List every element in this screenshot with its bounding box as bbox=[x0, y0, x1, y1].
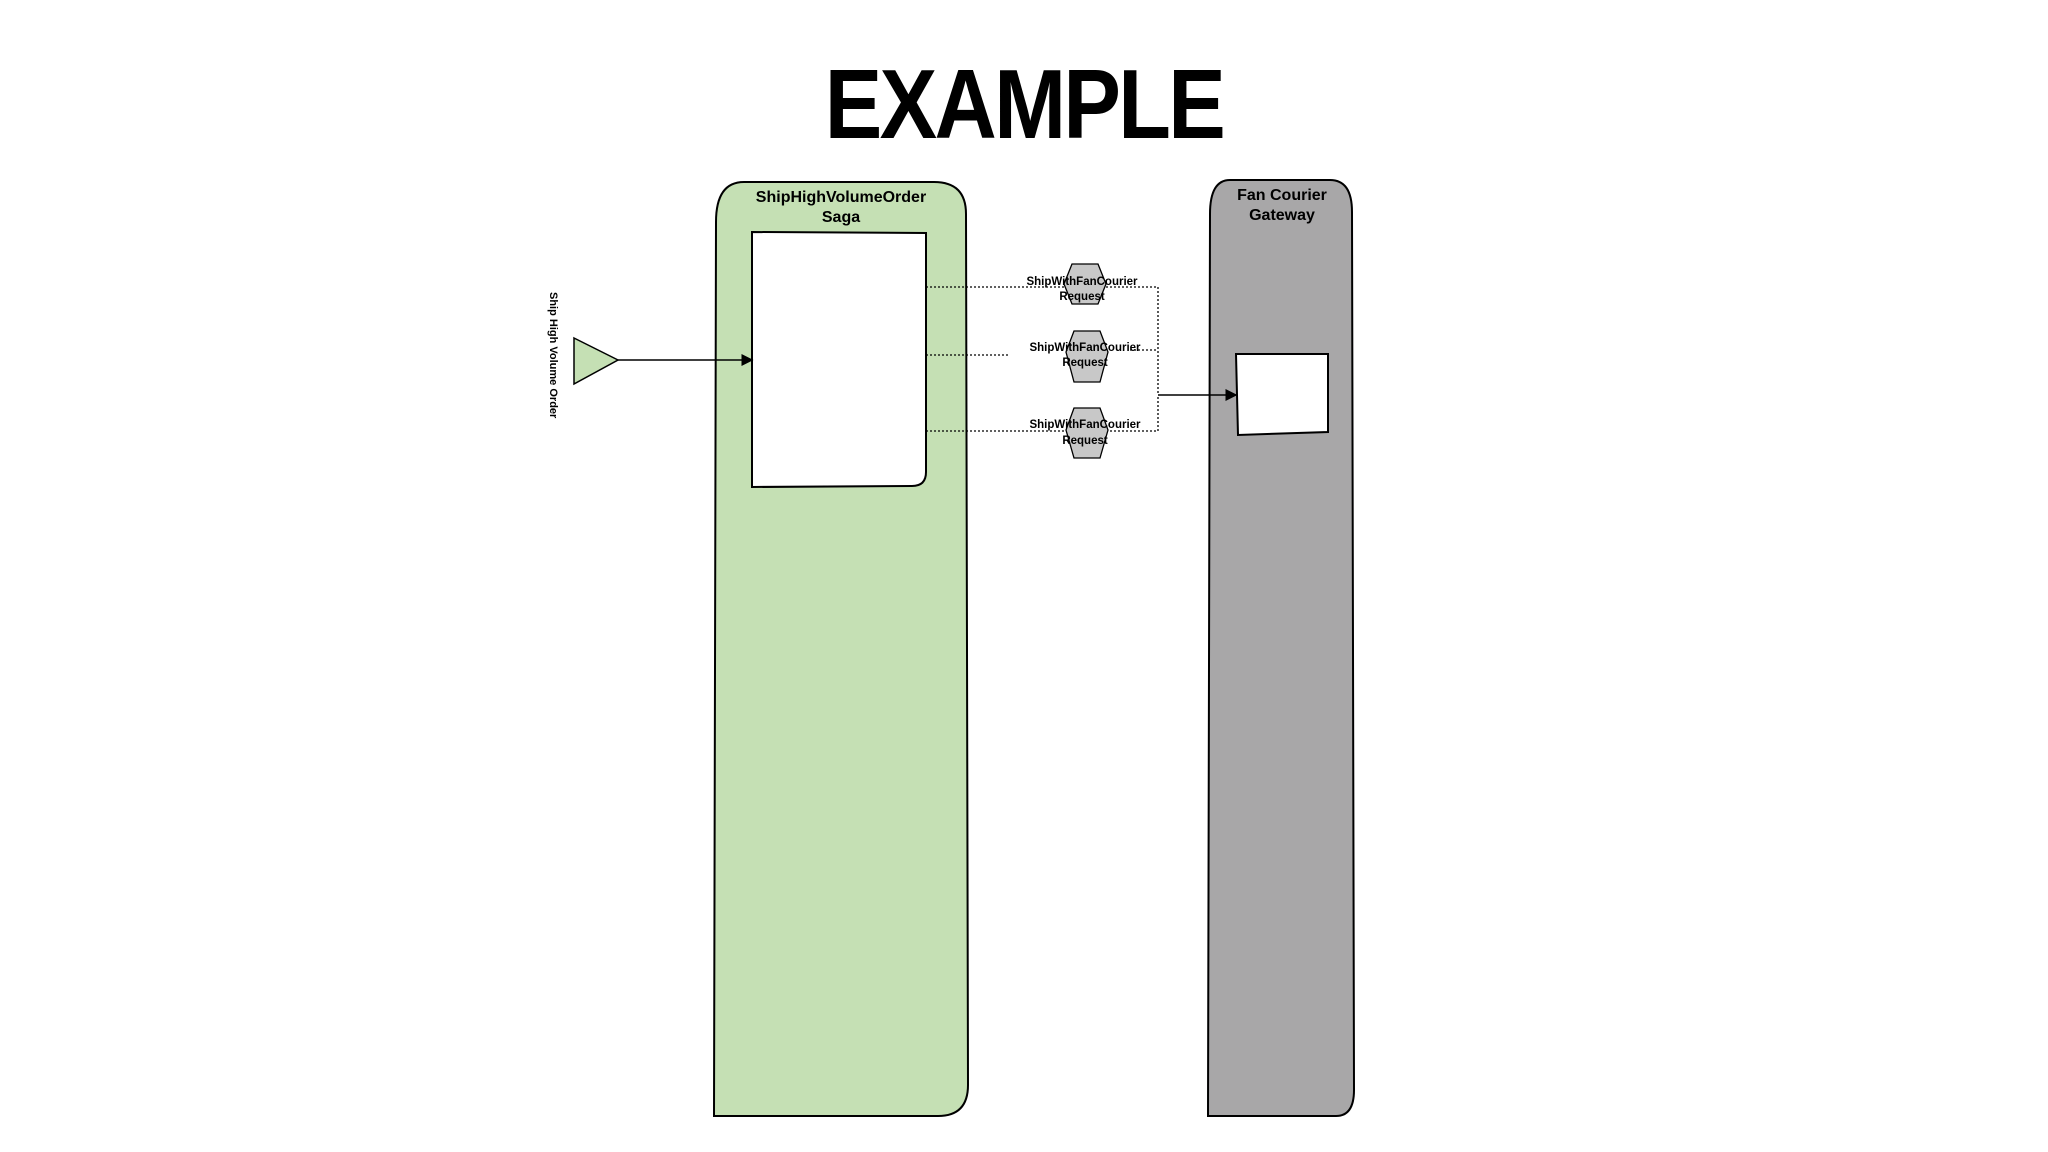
connector-1 bbox=[926, 286, 1159, 395]
message-request-2[interactable]: ShipWithFanCourier Request bbox=[1029, 330, 1141, 383]
message-label-line2: Request bbox=[1062, 435, 1108, 447]
gateway-lane-label-line2: Gateway bbox=[1249, 207, 1315, 224]
gateway-lane-label-line1: Fan Courier bbox=[1237, 187, 1327, 204]
message-label-line1: ShipWithFanCourier bbox=[1026, 276, 1138, 288]
message-hexagon-icon bbox=[1065, 407, 1109, 459]
trigger-triangle-icon[interactable] bbox=[573, 336, 620, 386]
message-label-line2: Request bbox=[1059, 291, 1105, 303]
gateway-lane[interactable]: Fan Courier Gateway bbox=[1206, 179, 1356, 1117]
message-connectors bbox=[926, 286, 1159, 432]
saga-lane-label-line2: Saga bbox=[822, 209, 860, 226]
message-request-3[interactable]: ShipWithFanCourier Request bbox=[1029, 407, 1141, 459]
message-hexagon-icon bbox=[1063, 263, 1107, 305]
message-request-1[interactable]: ShipWithFanCourier Request bbox=[1026, 263, 1138, 305]
gateway-handler-box[interactable] bbox=[1234, 353, 1329, 437]
message-label-line1: ShipWithFanCourier bbox=[1029, 342, 1141, 354]
message-hexagon-icon bbox=[1065, 330, 1109, 383]
message-label-line2: Request bbox=[1062, 357, 1108, 369]
connector-3 bbox=[926, 395, 1159, 432]
message-label-line1: ShipWithFanCourier bbox=[1029, 419, 1141, 431]
gateway-lane-shape bbox=[1206, 179, 1356, 1117]
diagram-title: EXAMPLE bbox=[824, 49, 1226, 159]
saga-lane-label-line1: ShipHighVolumeOrder bbox=[756, 189, 926, 206]
saga-process-box[interactable] bbox=[751, 230, 927, 489]
trigger-label: Ship High Volume Order bbox=[547, 292, 559, 419]
